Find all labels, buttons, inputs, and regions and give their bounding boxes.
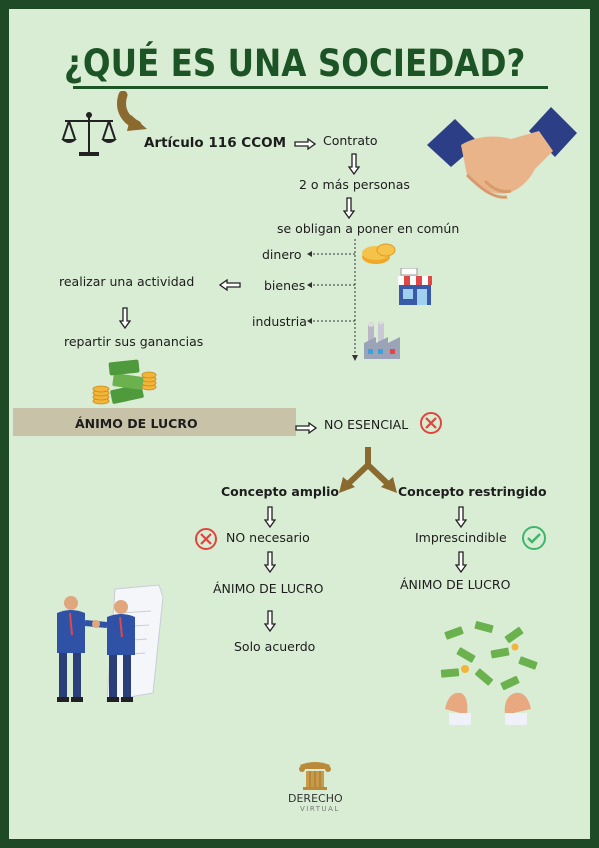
restringido-animo-label: ÁNIMO DE LUCRO: [400, 577, 511, 592]
money-stack-icon: [92, 359, 157, 405]
hands-money-illustration: [440, 621, 538, 725]
dotted-branch-lines: [307, 239, 358, 361]
businessmen-contract-illustration: [57, 584, 164, 702]
personas-label: 2 o más personas: [299, 177, 410, 192]
industria-label: industria: [252, 314, 307, 329]
down-arrow-icon: [455, 551, 467, 573]
fork-arrow-icon: [339, 447, 397, 493]
right-arrow-icon: [294, 138, 316, 150]
amplio-animo-label: ÁNIMO DE LUCRO: [213, 581, 324, 596]
concepto-amplio-heading: Concepto amplio: [221, 484, 339, 499]
down-arrow-icon: [343, 197, 355, 219]
logo-name: DERECHO: [288, 792, 343, 805]
column-logo-icon: [299, 762, 331, 790]
shop-icon: [398, 268, 432, 305]
down-arrow-icon: [455, 506, 467, 528]
right-arrow-icon: [295, 422, 317, 434]
check-icon: [522, 526, 546, 550]
left-arrow-icon: [219, 279, 241, 291]
scale-of-justice-icon: [61, 112, 117, 156]
actividad-label: realizar una actividad: [59, 274, 195, 289]
down-arrow-icon: [264, 506, 276, 528]
down-arrow-icon: [119, 307, 131, 329]
repartir-label: repartir sus ganancias: [64, 334, 204, 349]
no-esencial-label: NO ESENCIAL: [324, 417, 409, 432]
curved-arrow-icon: [117, 91, 147, 131]
bienes-label: bienes: [264, 278, 306, 293]
down-arrow-icon: [264, 551, 276, 573]
dinero-label: dinero: [262, 247, 302, 262]
no-necesario-label: NO necesario: [226, 530, 310, 545]
concepto-restringido-heading: Concepto restringido: [398, 484, 547, 499]
animo-label: ÁNIMO DE LUCRO: [75, 416, 198, 431]
animo-de-lucro-band: [13, 408, 296, 436]
factory-icon: [364, 321, 400, 359]
down-arrow-icon: [264, 610, 276, 632]
logo-sub: VIRTUAL: [300, 805, 340, 813]
page-title: ¿QUÉ ES UNA SOCIEDAD?: [64, 42, 526, 85]
cross-icon: [420, 412, 442, 434]
imprescindible-label: Imprescindible: [415, 530, 507, 545]
down-arrow-icon: [348, 153, 360, 175]
contrato-label: Contrato: [323, 133, 378, 148]
coins-icon: [362, 243, 396, 264]
cross-icon: [195, 528, 217, 550]
articulo-label: Artículo 116 CCOM: [144, 135, 287, 151]
infographic-canvas: ¿QUÉ ES UNA SOCIEDAD? Artículo 116 CCOM …: [9, 9, 590, 839]
obligan-label: se obligan a poner en común: [277, 221, 460, 236]
solo-acuerdo-label: Solo acuerdo: [234, 639, 316, 654]
handshake-icon: [427, 107, 577, 199]
title-underline: [73, 86, 548, 89]
